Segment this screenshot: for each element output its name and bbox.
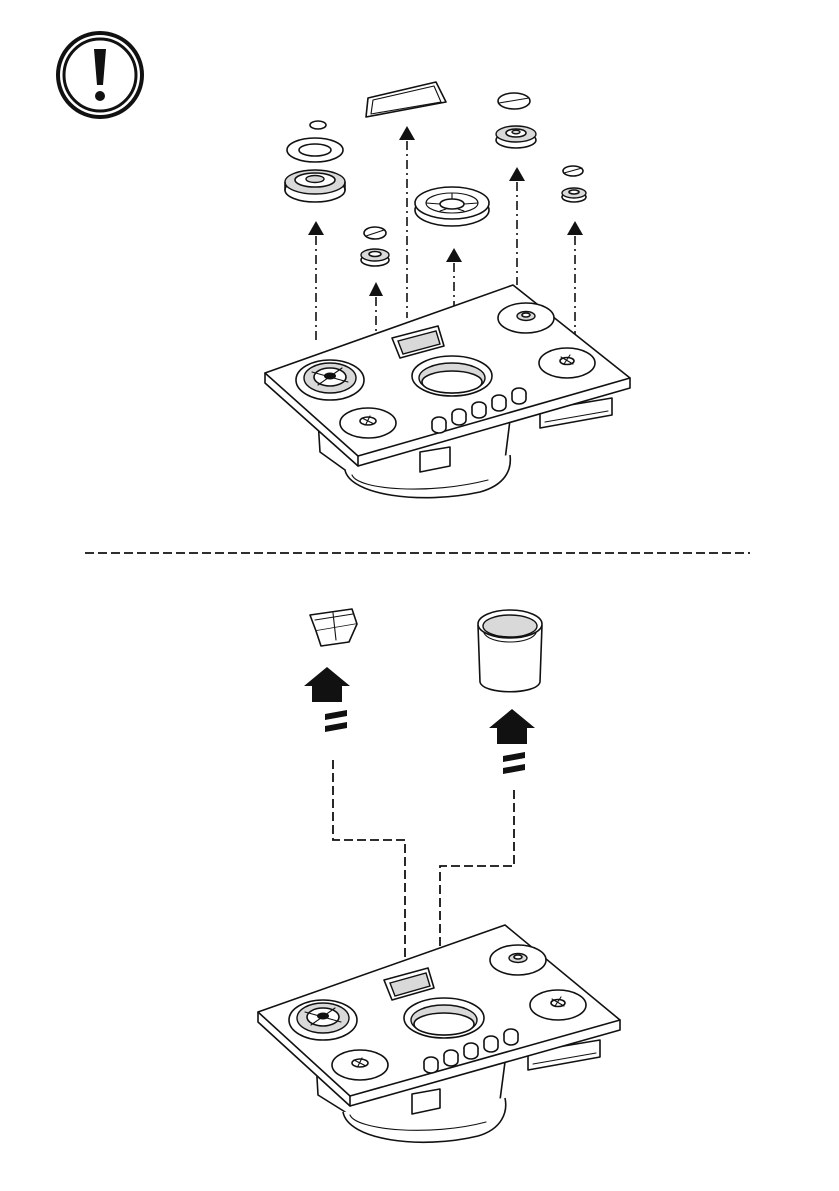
- warning-exclamation-icon: [58, 33, 142, 117]
- small-burner-cap-right: [563, 166, 583, 176]
- up-arrow-icon: [446, 248, 462, 262]
- small-burner-crown-left: [361, 249, 389, 266]
- hob-bottom: [258, 925, 620, 1142]
- small-burner-crown-right: [562, 188, 586, 202]
- small-burner-cap-left: [364, 227, 386, 239]
- central-extraction-grid: [415, 187, 489, 226]
- medium-burner-cap: [498, 93, 530, 109]
- up-arrow-icon: [567, 221, 583, 235]
- wok-burner-cap-small: [310, 121, 326, 129]
- wok-burner-ring-cap: [287, 138, 343, 162]
- cylindrical-container: [478, 610, 542, 692]
- bold-up-arrow-icon: [304, 667, 350, 732]
- guide-line: [333, 760, 405, 975]
- grease-filter-box: [310, 609, 357, 646]
- bold-up-arrow-icon: [489, 709, 535, 774]
- up-arrow-icon: [509, 167, 525, 181]
- up-arrow-icon: [369, 282, 383, 296]
- medium-burner-crown: [496, 126, 536, 148]
- up-arrow-icon: [399, 126, 415, 140]
- filter-cover-plate: [366, 82, 446, 117]
- wok-burner-crown: [285, 170, 345, 202]
- up-arrow-icon: [308, 221, 324, 235]
